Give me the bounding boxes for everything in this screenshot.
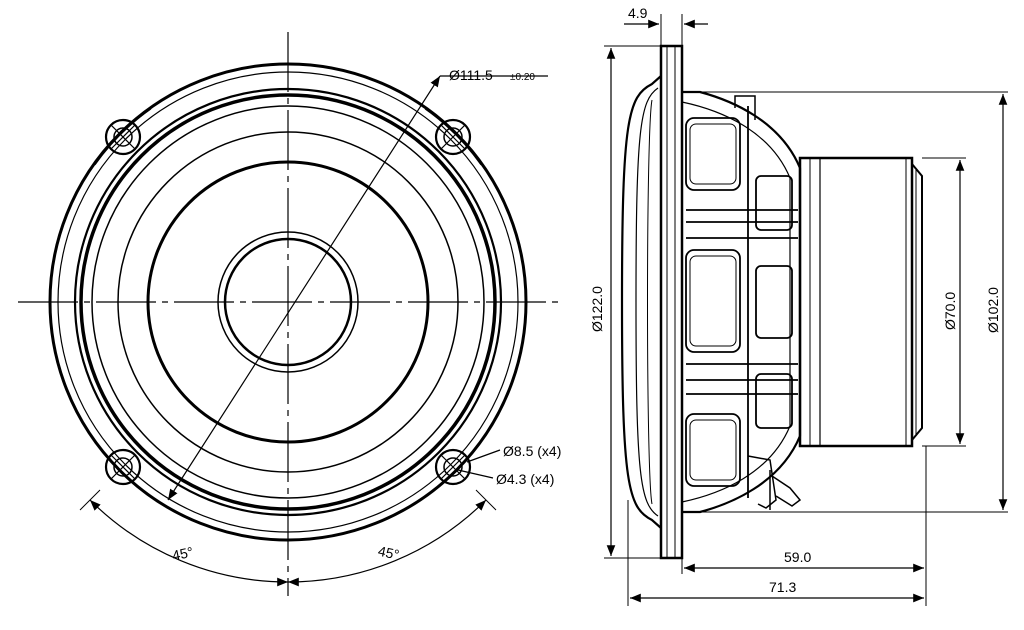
angle-left-label: 45°: [171, 543, 195, 563]
hole-leader-inner: [457, 469, 494, 479]
bolt-circle-arc-left: [94, 108, 152, 166]
mounting-hole-top-right: [434, 118, 472, 156]
mounting-hole-top-left: [104, 118, 142, 156]
depth-basket-label: 59.0: [784, 549, 811, 565]
basket-diameter-label: Ø102.0: [985, 287, 1001, 333]
basket-windows: [685, 106, 798, 498]
magnet-assembly: [798, 156, 923, 448]
depth-total-label: 71.3: [769, 579, 796, 595]
angle-arc-left: [89, 499, 289, 587]
flange-plate: [659, 44, 684, 560]
magnet-diameter-label: Ø70.0: [942, 292, 958, 330]
outer-diameter-tolerance: ±0.20: [510, 72, 535, 83]
hole-outer-label: Ø8.5 (x4): [503, 443, 561, 459]
terminal-tab: [747, 455, 802, 510]
flange-diameter-label: Ø122.0: [589, 286, 605, 332]
hole-inner-label: Ø4.3 (x4): [496, 471, 554, 487]
angle-right-label: 45°: [377, 543, 401, 563]
mounting-hole-bottom-right: [434, 448, 472, 486]
mounting-hole-bottom-left: [104, 448, 142, 486]
flange-thickness-label: 4.9: [628, 5, 648, 21]
surround-profile: [620, 75, 662, 529]
diameter-leader-line: [167, 75, 441, 501]
basket-outline: [682, 90, 802, 514]
hole-leader-outer: [466, 449, 501, 463]
angle-arc-right: [287, 499, 487, 587]
side-view: [604, 14, 1008, 606]
outer-diameter-label: Ø111.5: [449, 67, 493, 83]
front-view: [18, 32, 560, 596]
